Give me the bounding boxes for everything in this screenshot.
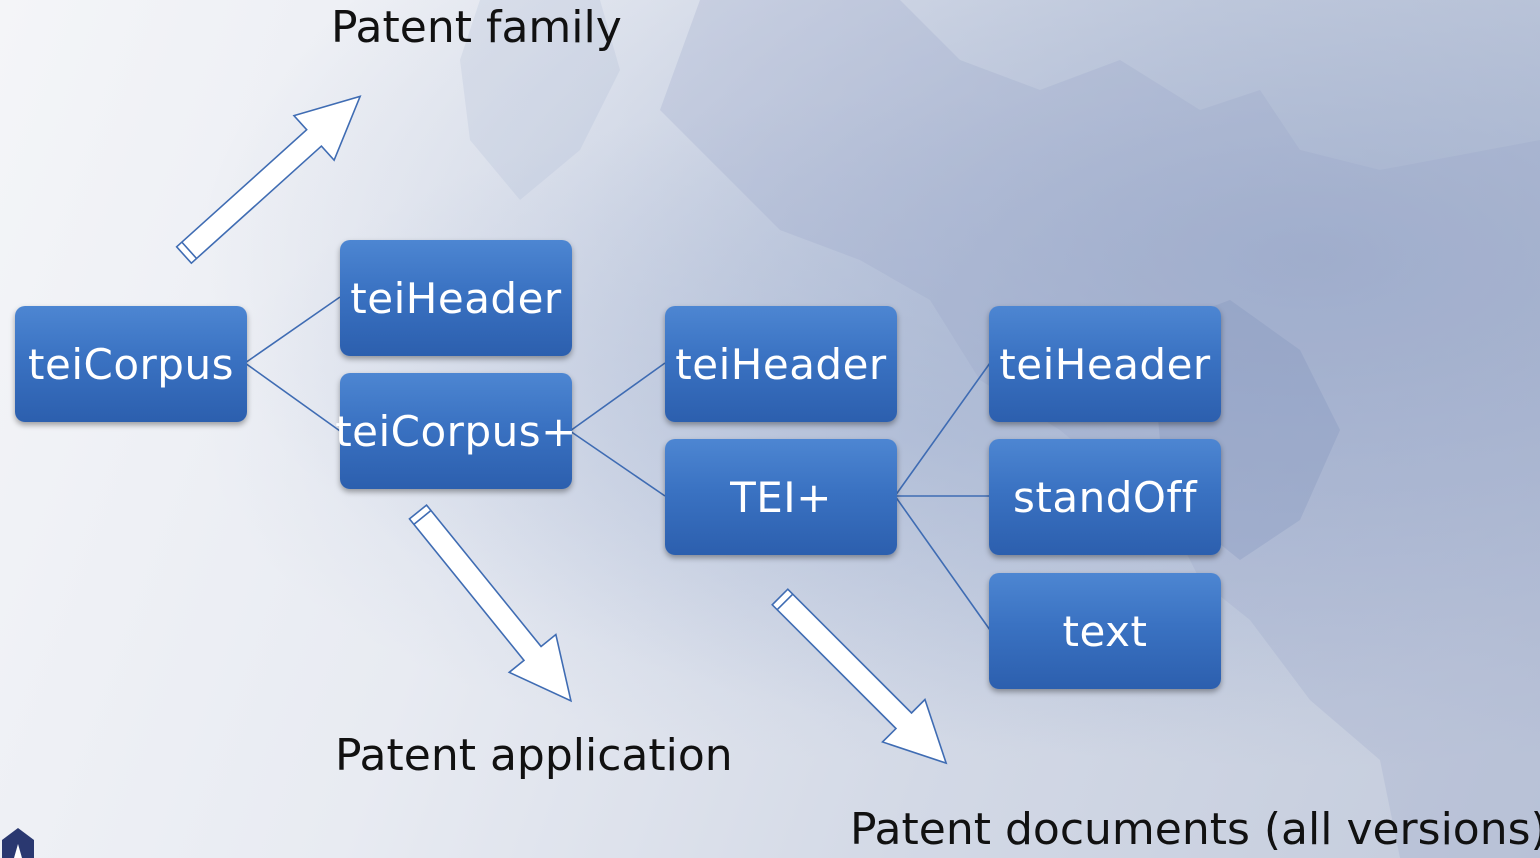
arrow-up-right-icon: [175, 95, 362, 265]
connector-corpusplus-header: [569, 362, 666, 432]
node-tei-header-3: teiHeader: [989, 306, 1221, 422]
node-tei-corpus-root: teiCorpus: [15, 306, 247, 422]
node-tei-header-2: teiHeader: [665, 306, 897, 422]
label-patent-family: Patent family: [331, 2, 622, 53]
node-tei-plus: TEI+: [665, 439, 897, 555]
label-patent-documents: Patent documents (all versions): [850, 804, 1540, 855]
connector-root-corpusplus: [244, 362, 341, 432]
label-patent-application: Patent application: [335, 730, 733, 781]
connector-tei-text: [894, 495, 991, 631]
node-text: text: [989, 573, 1221, 689]
node-stand-off: standOff: [989, 439, 1221, 555]
connector-corpusplus-tei: [569, 430, 666, 497]
connector-tei-header: [894, 362, 991, 497]
node-tei-header-1: teiHeader: [340, 240, 572, 356]
logo-icon: [2, 828, 34, 858]
connector-root-header: [244, 296, 341, 364]
arrow-down-right-icon: [771, 588, 948, 765]
node-tei-corpus-plus: teiCorpus+: [335, 373, 576, 489]
arrow-down-right-icon: [408, 503, 573, 703]
